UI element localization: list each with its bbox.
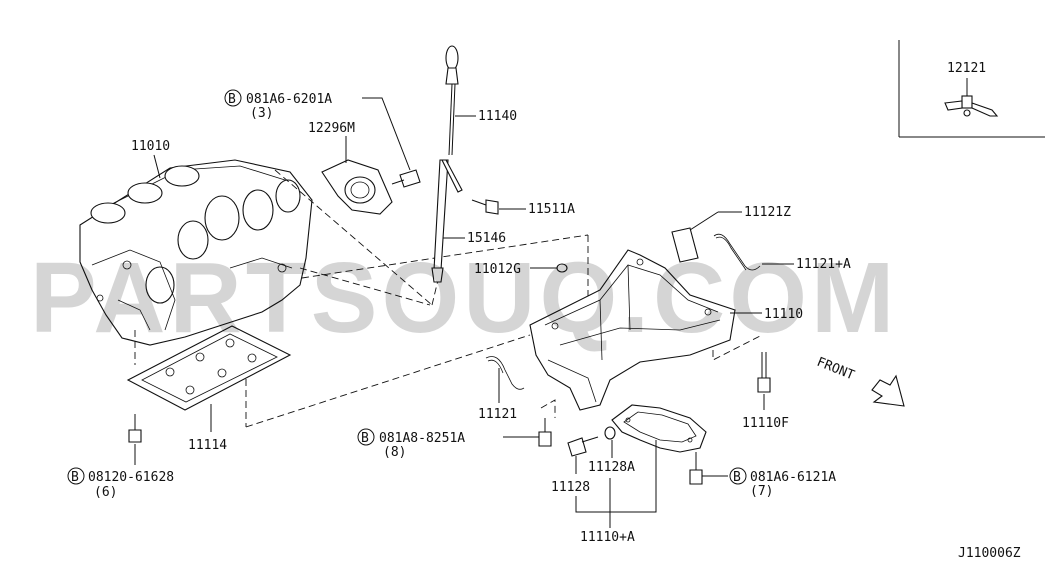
oil-pan-lower-drawing bbox=[611, 404, 707, 453]
front-direction-indicator: FRONT bbox=[815, 355, 905, 407]
bolt-081a8-drawing bbox=[538, 418, 552, 447]
bolt-marker-b: B bbox=[228, 92, 236, 107]
label-11110[interactable]: 11110 bbox=[764, 307, 803, 322]
guide-tube-drawing bbox=[431, 159, 463, 283]
leader-081a6-6201a bbox=[362, 97, 411, 171]
clip-11121-drawing bbox=[485, 356, 525, 390]
ladder-plate-drawing bbox=[126, 325, 292, 411]
label-11511a[interactable]: 11511A bbox=[528, 202, 575, 217]
label-081a6-6121a: 081A6-6121A bbox=[750, 470, 836, 485]
bolt-callout-08120[interactable]: B 08120-61628 (6) bbox=[67, 467, 174, 500]
dipstick-drawing bbox=[445, 45, 459, 156]
label-11121[interactable]: 11121 bbox=[478, 407, 517, 422]
label-11012g[interactable]: 11012G bbox=[474, 262, 521, 277]
cylinder-block-drawing bbox=[79, 159, 313, 346]
label-11110f[interactable]: 11110F bbox=[742, 416, 789, 431]
label-12121[interactable]: 12121 bbox=[947, 61, 986, 76]
label-11010[interactable]: 11010 bbox=[131, 139, 170, 154]
qty-081a6-6121a: (7) bbox=[750, 484, 773, 499]
label-15146[interactable]: 15146 bbox=[467, 231, 506, 246]
label-081a8-8251a: 081A8-8251A bbox=[379, 431, 465, 446]
oil-pan-upper-drawing bbox=[529, 249, 736, 411]
label-11121z[interactable]: 11121Z bbox=[744, 205, 791, 220]
label-11110a[interactable]: 11110+A bbox=[580, 530, 635, 545]
front-label: FRONT bbox=[815, 355, 857, 384]
bracket-11110a bbox=[575, 440, 657, 513]
label-08120-61628: 08120-61628 bbox=[88, 470, 174, 485]
bolt-marker-b: B bbox=[71, 470, 79, 485]
bolt-08120-drawing bbox=[128, 414, 142, 443]
part-12121-drawing bbox=[944, 78, 999, 117]
drain-plug-drawing bbox=[567, 426, 616, 457]
qty-081a6-6201a: (3) bbox=[250, 106, 273, 121]
tube-11121z-drawing bbox=[671, 211, 719, 263]
bolt-marker-b: B bbox=[361, 431, 369, 446]
bolt-081a6-6121a-drawing bbox=[689, 452, 703, 485]
label-12296m[interactable]: 12296M bbox=[308, 121, 355, 136]
label-11140[interactable]: 11140 bbox=[478, 109, 517, 124]
diagram-code: J110006Z bbox=[958, 546, 1021, 561]
bolt-callout-081a8-8251a[interactable]: B 081A8-8251A (8) bbox=[357, 428, 465, 460]
bolt-11511a-drawing bbox=[471, 199, 499, 215]
bolt-callout-081a6-6201a[interactable]: B 081A6-6201A (3) bbox=[224, 89, 332, 121]
front-arrow-icon bbox=[871, 374, 905, 407]
qty-08120-61628: (6) bbox=[94, 485, 117, 500]
bolt-marker-b: B bbox=[733, 470, 741, 485]
label-11128[interactable]: 11128 bbox=[551, 480, 590, 495]
bolt-11110f-drawing bbox=[757, 352, 771, 393]
label-11128a[interactable]: 11128A bbox=[588, 460, 635, 475]
bolt-081a6-6201a-drawing bbox=[391, 169, 421, 188]
strip-11121a-drawing bbox=[713, 233, 761, 271]
label-081a6-6201a: 081A6-6201A bbox=[246, 92, 332, 107]
bolt-callout-081a6-6121a[interactable]: B 081A6-6121A (7) bbox=[729, 467, 836, 499]
qty-081a8-8251a: (8) bbox=[383, 445, 406, 460]
assembly-dashed-lines bbox=[134, 169, 763, 428]
label-11114[interactable]: 11114 bbox=[188, 438, 227, 453]
leader-11010 bbox=[153, 154, 161, 179]
inset-panel: 12121 bbox=[898, 40, 1045, 138]
label-11121a[interactable]: 11121+A bbox=[796, 257, 851, 272]
watermark: PARTSOUQ.COM bbox=[30, 242, 898, 354]
seal-retainer-drawing bbox=[321, 159, 393, 215]
